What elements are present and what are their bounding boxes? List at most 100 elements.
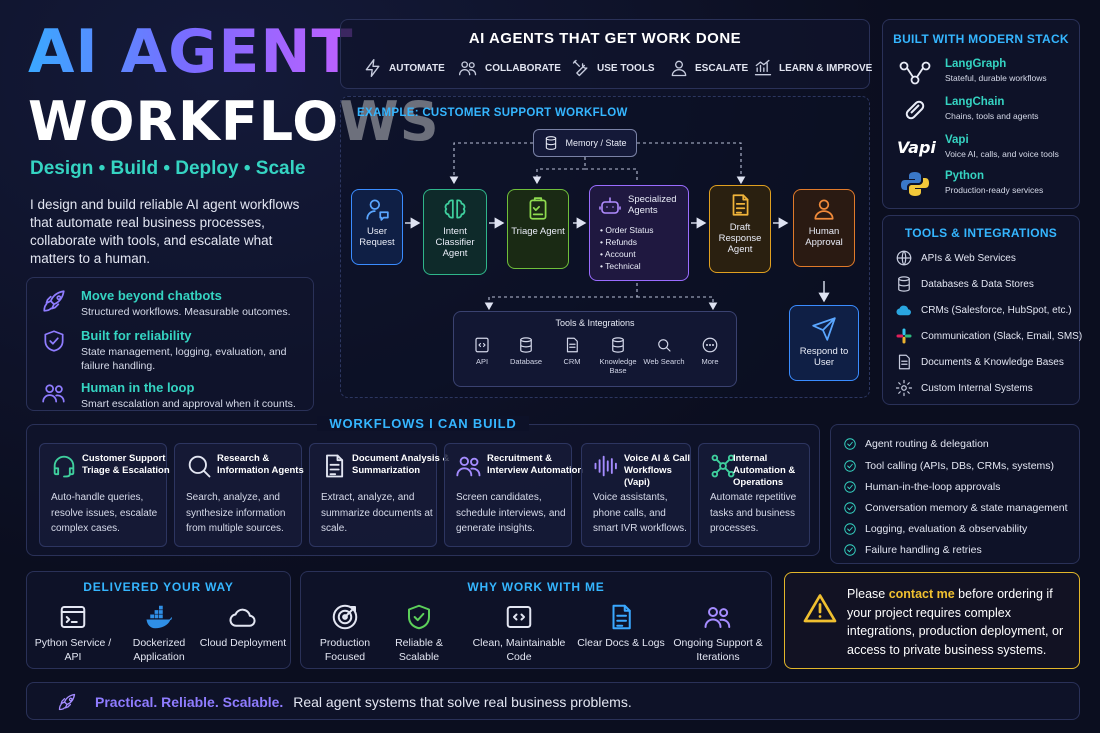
tools-box-title: Tools & Integrations bbox=[555, 318, 635, 328]
tools-icon bbox=[571, 58, 591, 78]
brain-icon bbox=[444, 199, 466, 219]
delivered-title: DELIVERED YOUR WAY bbox=[83, 580, 234, 594]
node-label: Intent Classifier Agent bbox=[435, 226, 475, 259]
users-icon bbox=[41, 380, 67, 406]
tool-label: Web Search bbox=[643, 357, 685, 366]
send-icon bbox=[812, 317, 836, 341]
capabilities-checklist: Agent routing & delegation Tool calling … bbox=[830, 424, 1080, 564]
gear-icon bbox=[895, 379, 913, 397]
features-panel: Move beyond chatbots Structured workflow… bbox=[26, 277, 314, 411]
feature-title: Move beyond chatbots bbox=[81, 288, 222, 303]
tool-label: Database bbox=[509, 357, 543, 366]
why-item-support: Ongoing Support & Iterations bbox=[671, 602, 765, 664]
search-icon bbox=[188, 455, 211, 478]
feature-title: Built for reliability bbox=[81, 328, 192, 343]
users-icon bbox=[456, 456, 481, 477]
hero-description: I design and build reliable AI agent wor… bbox=[30, 197, 300, 266]
why-item-clean-code: Clean, Maintainable Code bbox=[469, 602, 569, 664]
top-item-learn: LEARN & IMPROVE bbox=[753, 58, 872, 78]
check-item: Failure handling & retries bbox=[843, 543, 982, 557]
footer-banner: Practical. Reliable. Scalable. Real agen… bbox=[26, 682, 1080, 720]
database-icon bbox=[898, 276, 910, 292]
why-label: Clean, Maintainable Code bbox=[472, 637, 566, 663]
delivered-item-docker: Dockerized Application bbox=[115, 602, 203, 664]
top-item-label: LEARN & IMPROVE bbox=[779, 62, 873, 74]
tool-label: CRM bbox=[563, 357, 581, 366]
network-icon bbox=[711, 454, 735, 478]
top-banner-title: AI AGENTS THAT GET WORK DONE bbox=[468, 30, 742, 47]
workflow-title: EXAMPLE: CUSTOMER SUPPORT WORKFLOW bbox=[357, 107, 628, 119]
tool-crm: CRM bbox=[550, 336, 594, 366]
integration-item: CRMs (Salesforce, HubSpot, etc.) bbox=[895, 301, 1072, 319]
workflow-card-internal: Internal Automation & Operations Automat… bbox=[698, 443, 810, 547]
person-icon bbox=[814, 199, 834, 220]
cloud-icon bbox=[896, 305, 911, 316]
delivered-item-cloud: Cloud Deployment bbox=[199, 602, 287, 650]
warning-icon bbox=[803, 594, 837, 623]
node-draft-response: Draft Response Agent bbox=[709, 185, 771, 273]
check-item: Tool calling (APIs, DBs, CRMs, systems) bbox=[843, 459, 1054, 473]
integration-item: Custom Internal Systems bbox=[895, 379, 1033, 397]
why-title: WHY WORK WITH ME bbox=[467, 580, 605, 594]
warning-text: Please contact me before ordering if you… bbox=[847, 587, 1064, 657]
memory-state-box: Memory / State bbox=[533, 129, 637, 157]
integration-item: APIs & Web Services bbox=[895, 249, 1016, 267]
why-label: Production Focused bbox=[319, 637, 371, 663]
stack-name: LangChain bbox=[945, 96, 1005, 108]
contact-me-link[interactable]: contact me bbox=[888, 587, 955, 601]
target-icon bbox=[332, 604, 358, 630]
tool-more: More bbox=[688, 336, 732, 366]
top-item-label: USE TOOLS bbox=[597, 62, 655, 74]
node-label: Triage Agent bbox=[511, 226, 565, 237]
workflow-connectors bbox=[405, 142, 830, 311]
check-circle-icon bbox=[844, 481, 856, 493]
langgraph-icon bbox=[899, 61, 931, 85]
node-label: User Request bbox=[359, 226, 395, 248]
code-icon bbox=[475, 337, 489, 353]
node-label: Human Approval bbox=[805, 226, 843, 248]
user-chat-icon bbox=[366, 199, 389, 221]
chain-link-icon bbox=[905, 100, 925, 120]
integration-item: Documents & Knowledge Bases bbox=[895, 353, 1064, 371]
headset-icon bbox=[53, 455, 75, 478]
check-circle-icon bbox=[844, 523, 856, 535]
document-icon bbox=[612, 604, 631, 630]
tools-integrations-panel: TOOLS & INTEGRATIONS APIs & Web Services… bbox=[882, 215, 1082, 405]
cloud-icon bbox=[229, 608, 256, 627]
card-title: Voice AI & Call Workflows (Vapi) bbox=[624, 453, 690, 488]
node-user-request: User Request bbox=[351, 189, 403, 265]
node-respond-to-user: Respond to User bbox=[789, 305, 859, 381]
stack-desc: Voice AI, calls, and voice tools bbox=[945, 149, 1059, 159]
users-icon bbox=[704, 607, 731, 628]
feature-desc: Structured workflows. Measurable outcome… bbox=[81, 306, 291, 318]
build-title: WORKFLOWS I CAN BUILD bbox=[27, 416, 819, 431]
top-item-escalate: ESCALATE bbox=[669, 58, 748, 78]
docker-icon bbox=[146, 605, 172, 629]
stack-name: LangGraph bbox=[945, 58, 1007, 70]
tool-label: More bbox=[701, 357, 719, 366]
check-circle-icon bbox=[844, 544, 856, 556]
check-item: Human-in-the-loop approvals bbox=[843, 480, 1000, 494]
footer-highlight: Practical. Reliable. Scalable. bbox=[95, 694, 284, 710]
top-banner: AI AGENTS THAT GET WORK DONE AUTOMATE CO… bbox=[340, 19, 872, 89]
card-desc: Search, analyze, and synthesize informat… bbox=[186, 492, 286, 534]
card-title: Recruitment & Interview Automation bbox=[487, 453, 584, 476]
tool-api: API bbox=[460, 336, 504, 366]
card-desc: Screen candidates, schedule interviews, … bbox=[456, 492, 566, 534]
memory-label: Memory / State bbox=[565, 138, 627, 148]
users-icon bbox=[457, 58, 479, 78]
search-icon bbox=[658, 339, 671, 352]
database-icon bbox=[520, 337, 532, 353]
check-circle-icon bbox=[844, 502, 856, 514]
card-desc: Auto-handle queries, resolve issues, esc… bbox=[51, 492, 158, 534]
why-item-docs: Clear Docs & Logs bbox=[577, 602, 665, 650]
top-item-collaborate: COLLABORATE bbox=[457, 58, 561, 78]
tool-knowledge-base: Knowledge Base bbox=[596, 336, 640, 375]
integration-item: Databases & Data Stores bbox=[895, 275, 1034, 293]
card-title: Document Analysis & Summarization bbox=[352, 453, 450, 476]
lightning-icon bbox=[363, 58, 383, 78]
python-logo-icon bbox=[901, 172, 929, 196]
rocket-icon bbox=[58, 693, 76, 711]
top-item-automate: AUTOMATE bbox=[363, 58, 445, 78]
delivered-label: Cloud Deployment bbox=[199, 637, 287, 649]
